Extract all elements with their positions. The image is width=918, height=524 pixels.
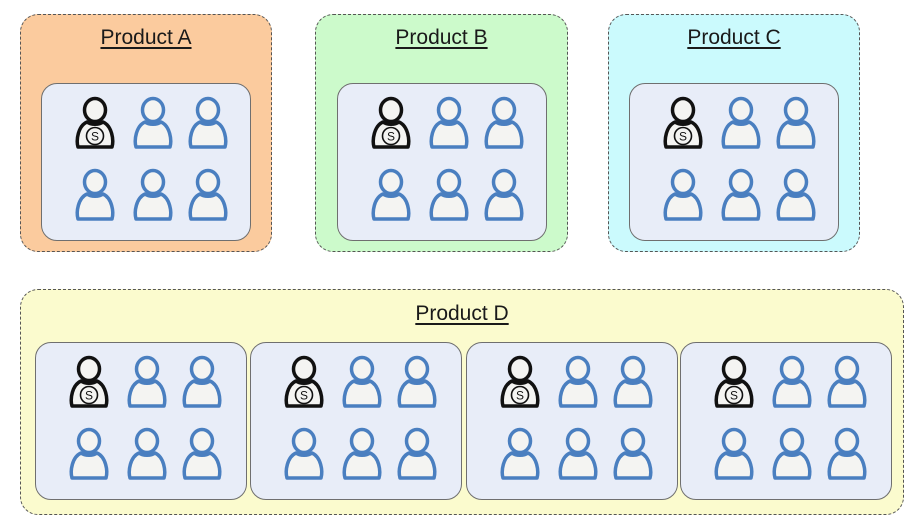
- person-icon: [484, 168, 524, 221]
- lead-badge-label: S: [387, 130, 395, 144]
- product-a-group: Product A S: [20, 14, 272, 252]
- person-icon: [127, 355, 167, 408]
- product-d-title: Product D: [415, 302, 509, 325]
- person-icon: [371, 168, 411, 221]
- person-icon: [397, 355, 437, 408]
- lead-badge-label: S: [730, 389, 738, 403]
- person-icon: [429, 168, 469, 221]
- person-icon: [721, 96, 761, 149]
- person-icon: [429, 96, 469, 149]
- person-icon: [397, 427, 437, 480]
- person-icon: [613, 355, 653, 408]
- lead-badge-label: S: [300, 389, 308, 403]
- product-c-team-1: S: [629, 83, 839, 241]
- product-a-team-1: S: [41, 83, 251, 241]
- product-b-group: Product B S: [315, 14, 568, 252]
- product-c-group: Product C S: [608, 14, 860, 252]
- person-icon: [776, 168, 816, 221]
- person-icon: [182, 355, 222, 408]
- scrum-master-person-icon: S: [714, 355, 754, 408]
- person-icon: [75, 168, 115, 221]
- person-icon: [827, 427, 867, 480]
- person-icon: [342, 427, 382, 480]
- scrum-master-person-icon: S: [500, 355, 540, 408]
- scrum-master-person-icon: S: [284, 355, 324, 408]
- product-d-group: Product D S S S S: [20, 289, 904, 515]
- product-a-title: Product A: [100, 26, 192, 49]
- person-icon: [133, 96, 173, 149]
- lead-badge-label: S: [679, 130, 687, 144]
- person-icon: [342, 355, 382, 408]
- scrum-master-person-icon: S: [75, 96, 115, 149]
- person-icon: [127, 427, 167, 480]
- person-icon: [558, 355, 598, 408]
- person-icon: [182, 427, 222, 480]
- person-icon: [714, 427, 754, 480]
- lead-badge-label: S: [85, 389, 93, 403]
- product-b-title: Product B: [395, 26, 488, 49]
- person-icon: [284, 427, 324, 480]
- product-b-team-1: S: [337, 83, 547, 241]
- product-d-team-2: S: [250, 342, 462, 500]
- person-icon: [772, 355, 812, 408]
- person-icon: [133, 168, 173, 221]
- person-icon: [721, 168, 761, 221]
- product-d-team-1: S: [35, 342, 247, 500]
- person-icon: [69, 427, 109, 480]
- lead-badge-label: S: [91, 130, 99, 144]
- person-icon: [500, 427, 540, 480]
- person-icon: [484, 96, 524, 149]
- person-icon: [776, 96, 816, 149]
- person-icon: [558, 427, 598, 480]
- product-d-team-3: S: [466, 342, 678, 500]
- person-icon: [188, 96, 228, 149]
- product-c-title: Product C: [687, 26, 781, 49]
- person-icon: [663, 168, 703, 221]
- person-icon: [188, 168, 228, 221]
- person-icon: [613, 427, 653, 480]
- scrum-master-person-icon: S: [663, 96, 703, 149]
- lead-badge-label: S: [516, 389, 524, 403]
- scrum-master-person-icon: S: [371, 96, 411, 149]
- person-icon: [772, 427, 812, 480]
- product-d-team-4: S: [680, 342, 892, 500]
- person-icon: [827, 355, 867, 408]
- scrum-master-person-icon: S: [69, 355, 109, 408]
